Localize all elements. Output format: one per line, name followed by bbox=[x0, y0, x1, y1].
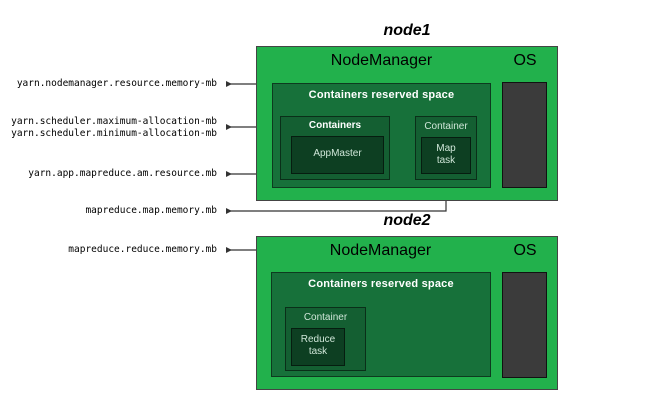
node1-os-box bbox=[502, 82, 547, 188]
node1-nodemanager-label: NodeManager bbox=[330, 52, 433, 69]
node1-reserved-space-label: Containers reserved space bbox=[308, 89, 455, 101]
node2-reduce-task-box bbox=[291, 328, 345, 366]
node2-container-label: Container bbox=[303, 312, 348, 323]
node2-os-box bbox=[502, 272, 547, 378]
label-scheduler-minimum-allocation: yarn.scheduler.minimum-allocation-mb bbox=[11, 128, 217, 139]
label-am-resource-mb: yarn.app.mapreduce.am.resource.mb bbox=[28, 168, 217, 179]
node2-os-label: OS bbox=[513, 242, 537, 259]
node1-appmaster-label: AppMaster bbox=[313, 148, 362, 159]
node1-os-label: OS bbox=[513, 52, 537, 69]
label-nodemanager-resource-memory: yarn.nodemanager.resource.memory-mb bbox=[16, 78, 217, 89]
node1-map-task-label: Map task bbox=[436, 143, 456, 166]
node2-reserved-space-label: Containers reserved space bbox=[308, 278, 454, 290]
label-mapreduce-map-memory: mapreduce.map.memory.mb bbox=[85, 205, 217, 216]
label-scheduler-maximum-allocation: yarn.scheduler.maximum-allocation-mb bbox=[11, 116, 217, 127]
node2-title: node2 bbox=[383, 212, 431, 229]
node1-container-label: Container bbox=[424, 121, 468, 132]
node1-map-task-box bbox=[421, 137, 471, 174]
node2-nodemanager-label: NodeManager bbox=[329, 242, 432, 259]
node2-reduce-task-label: Reduce task bbox=[300, 334, 336, 357]
node1-title: node1 bbox=[383, 22, 431, 39]
node1-containers-label: Containers bbox=[308, 120, 362, 131]
label-mapreduce-reduce-memory: mapreduce.reduce.memory.mb bbox=[68, 244, 217, 255]
node1-appmaster-box bbox=[291, 136, 384, 174]
